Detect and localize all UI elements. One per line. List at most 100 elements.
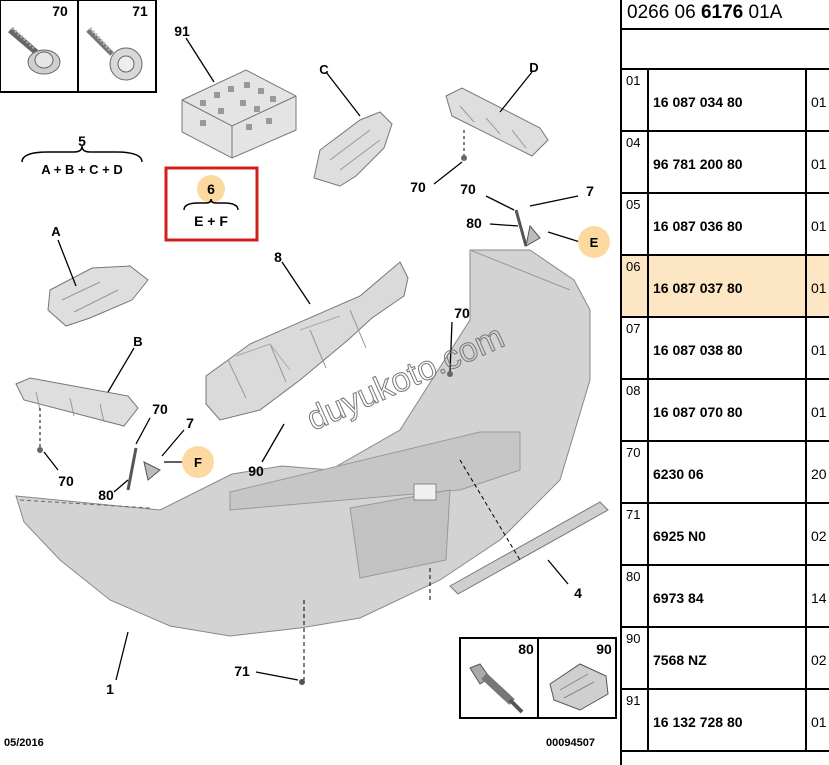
label-4: 4: [574, 585, 582, 601]
box-80-label: 80: [518, 641, 534, 657]
callout-F: F: [194, 455, 202, 470]
assembly-leader-lines: [303, 459, 521, 680]
label-D: D: [529, 60, 538, 75]
row-index: 06: [622, 256, 649, 316]
part-F-fasteners: 70 7 80 F: [98, 401, 214, 503]
label-A: A: [51, 224, 61, 239]
box-70-label: 70: [52, 3, 68, 19]
row-index: 04: [622, 132, 649, 192]
label-70-center: 70: [454, 305, 470, 321]
fastener-box-80-90: 80 90: [459, 637, 617, 719]
label-7-e: 7: [586, 183, 594, 199]
screw-washer-icon: [86, 26, 143, 81]
row-quantity: 01: [811, 94, 827, 110]
label-B: B: [133, 334, 142, 349]
row-quantity: 01: [811, 218, 827, 234]
row-index: 01: [622, 70, 649, 130]
row-quantity: 02: [811, 528, 827, 544]
row-quantity: 01: [811, 156, 827, 172]
row-part-number: 96 781 200 80: [649, 132, 807, 192]
part-70-center: 70: [447, 305, 470, 377]
label-70-d: 70: [410, 179, 426, 195]
row-part-number: 16 087 034 80: [649, 70, 807, 130]
row-index: 07: [622, 318, 649, 378]
label-70-f: 70: [152, 401, 168, 417]
row-quantity: 01: [811, 714, 827, 730]
part-E-fasteners: 70 80 7 E: [460, 181, 610, 258]
row-quantity: 20: [811, 466, 827, 482]
part-1-bumper: 1: [15, 249, 591, 697]
row-part-number: 16 087 037 80: [649, 256, 807, 316]
table-header-row: [622, 30, 829, 70]
box-71-label: 71: [132, 3, 148, 19]
row-index: 08: [622, 380, 649, 440]
row-part-number: 6973 84: [649, 566, 807, 626]
row-part-number: 6925 N0: [649, 504, 807, 564]
ref-prefix: 0266 06: [627, 2, 701, 23]
label-90: 90: [248, 463, 264, 479]
row-quantity: 01: [811, 404, 827, 420]
part-B-bracket: B 70: [15, 334, 143, 489]
row-quantity: 14: [811, 590, 827, 606]
part-4-trim-strip: 4: [449, 501, 609, 601]
fastener-box-70-71: 70 71: [0, 0, 157, 93]
label-80-e: 80: [466, 215, 482, 231]
label-80-f: 80: [98, 487, 114, 503]
row-quantity: 01: [811, 280, 827, 296]
part-91-clip-block: 91: [174, 23, 297, 159]
part-D-bracket: D 70: [410, 60, 549, 195]
rivet-icon: [469, 663, 524, 714]
label-7-f: 7: [186, 415, 194, 431]
part-90-clip: 90: [248, 423, 285, 479]
diagram-code: 00094507: [546, 737, 595, 749]
row-quantity: 01: [811, 342, 827, 358]
part-A-bracket: A: [47, 224, 149, 327]
kit-5-label: 5 A + B + C + D: [21, 133, 143, 177]
row-part-number: 16 132 728 80: [649, 690, 807, 750]
callout-E: E: [590, 235, 599, 250]
label-C: C: [319, 62, 329, 77]
row-part-number: 6230 06: [649, 442, 807, 502]
row-part-number: 16 087 070 80: [649, 380, 807, 440]
label-70-e: 70: [460, 181, 476, 197]
label-71: 71: [234, 663, 250, 679]
exploded-parts-diagram: 70 71 91 5: [0, 0, 617, 749]
label-8: 8: [274, 249, 282, 265]
kit-6-formula: E + F: [194, 213, 228, 229]
part-C-bracket: C: [313, 62, 393, 187]
diagram-date: 05/2016: [4, 737, 44, 749]
row-quantity: 02: [811, 652, 827, 668]
clip-nut-icon: [549, 663, 609, 711]
kit-5-number: 5: [78, 133, 86, 149]
row-index: 80: [622, 566, 649, 626]
row-index: 05: [622, 194, 649, 254]
part-71-screw: 71: [234, 663, 305, 685]
row-index: 90: [622, 628, 649, 688]
kit-5-formula: A + B + C + D: [41, 162, 123, 177]
ref-suffix: 01A: [743, 2, 783, 23]
catalog-reference: 0266 06 6176 01A: [622, 0, 829, 30]
label-91: 91: [174, 23, 190, 39]
box-90-label: 90: [596, 641, 612, 657]
bolt-washer-icon: [8, 26, 61, 75]
label-1: 1: [106, 681, 114, 697]
row-index: 91: [622, 690, 649, 750]
label-70-b: 70: [58, 473, 74, 489]
row-index: 71: [622, 504, 649, 564]
ref-bold: 6176: [700, 2, 744, 23]
part-8-absorber: 8: [205, 249, 409, 421]
kit-6-number: 6: [207, 181, 215, 197]
kit-6-box: 6 E + F: [164, 166, 259, 242]
